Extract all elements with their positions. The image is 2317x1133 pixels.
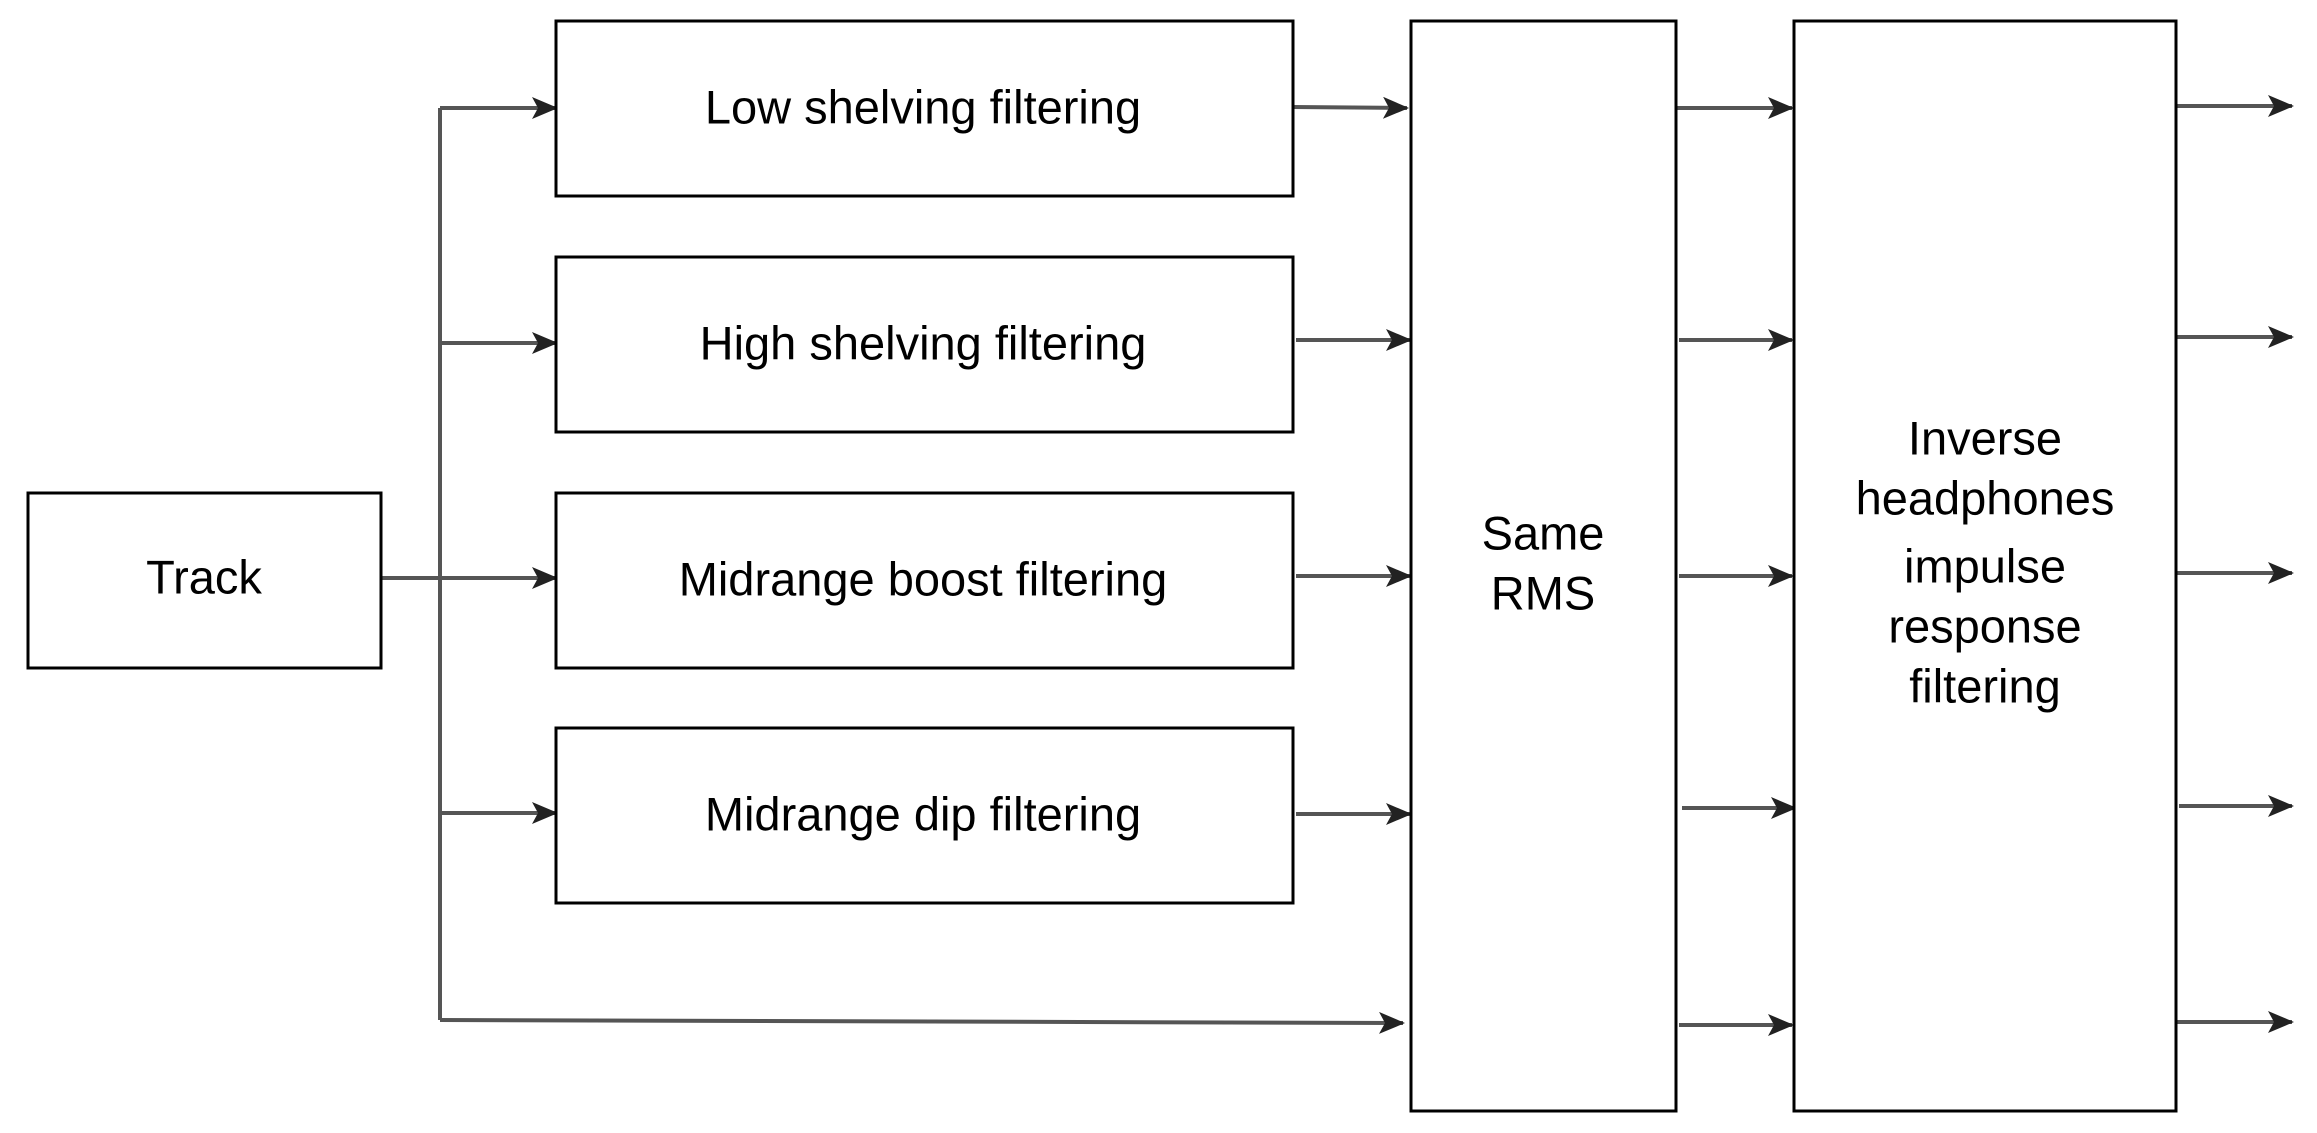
node-same-rms-line-2: RMS xyxy=(1491,566,1595,619)
edge-track-to-same-rms xyxy=(439,1011,1405,1034)
node-midrange-boost: Midrange boost filtering xyxy=(554,491,1295,670)
edge-low-shelving-to-same-rms xyxy=(1292,96,1409,119)
node-same-rms: Same RMS xyxy=(1409,19,1678,1113)
output-wires xyxy=(2176,95,2294,1033)
node-inverse-headphones-line-4: response xyxy=(1888,599,2081,652)
node-midrange-boost-label: Midrange boost filtering xyxy=(679,552,1168,605)
node-inverse-headphones: Inverse headphones impulse response filt… xyxy=(1792,19,2178,1113)
node-midrange-dip-label: Midrange dip filtering xyxy=(705,787,1141,840)
node-track-label: Track xyxy=(146,550,262,603)
node-low-shelving-label: Low shelving filtering xyxy=(705,80,1141,133)
node-inverse-headphones-line-2: headphones xyxy=(1856,471,2115,524)
node-high-shelving: High shelving filtering xyxy=(554,255,1295,434)
track-fanout-wires xyxy=(381,97,1405,1034)
node-inverse-headphones-line-5: filtering xyxy=(1909,659,2061,712)
filter-to-rms-wires xyxy=(1292,96,1412,825)
node-same-rms-line-1: Same xyxy=(1482,506,1605,559)
node-inverse-headphones-line-1: Inverse xyxy=(1908,411,2062,464)
node-midrange-dip: Midrange dip filtering xyxy=(554,726,1295,905)
rms-to-inverse-wires xyxy=(1676,97,1797,1036)
node-track: Track xyxy=(26,491,383,670)
node-low-shelving: Low shelving filtering xyxy=(554,19,1295,198)
node-high-shelving-label: High shelving filtering xyxy=(700,316,1147,369)
node-inverse-headphones-line-3: impulse xyxy=(1904,539,2066,592)
